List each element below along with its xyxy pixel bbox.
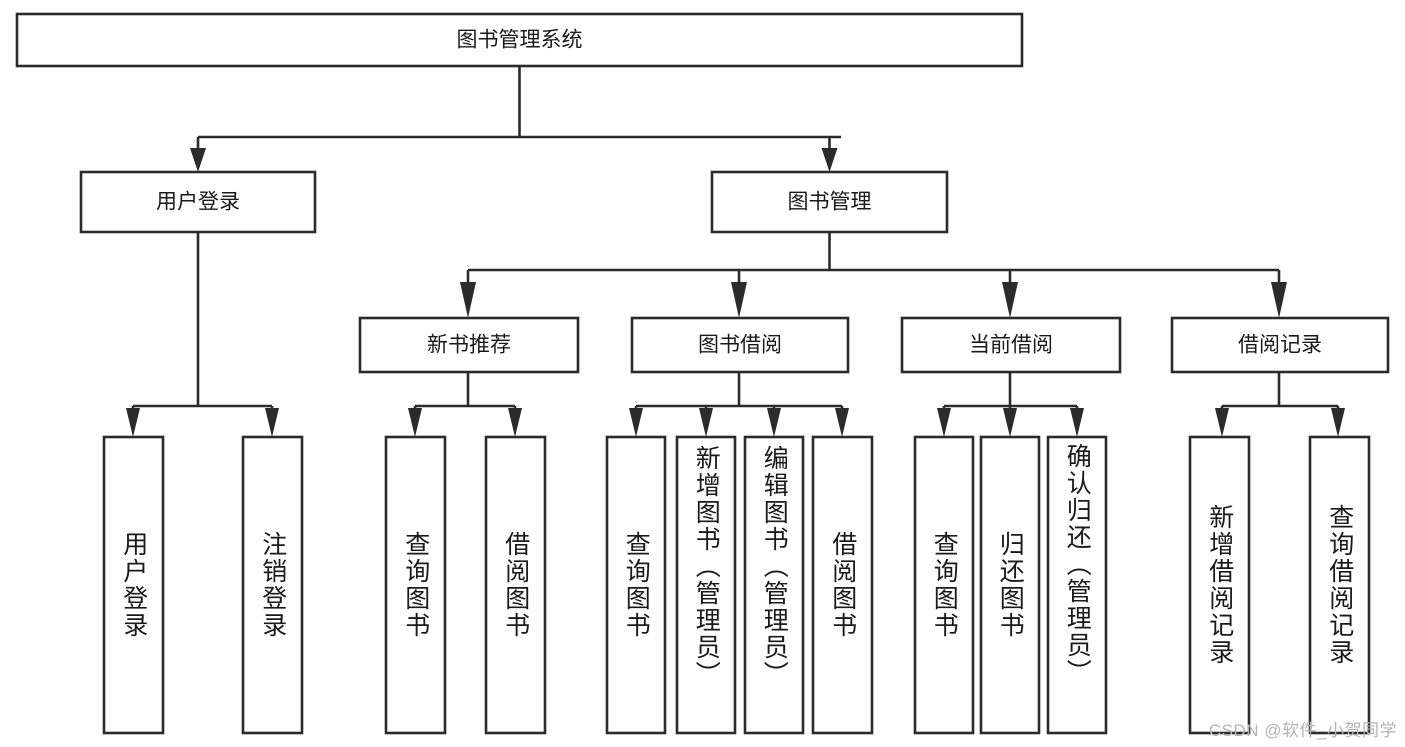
- node-new-book-recommend-box[interactable]: [358, 316, 580, 374]
- arrow-head-leaf-query-book-2: [629, 408, 643, 437]
- node-user-login[interactable]: 用户登录: [79, 170, 317, 234]
- arrow-head-leaf-query-book-1: [408, 408, 422, 437]
- arrow-head-current-borrow: [1002, 282, 1018, 318]
- connector-group-book-manage: [460, 232, 1287, 318]
- arrow-head-book-borrow: [731, 282, 747, 318]
- arrow-head-leaf-query-record: [1331, 408, 1345, 437]
- watermark-text: CSDN @软件_小贺同学: [1208, 721, 1397, 740]
- connector-group-book-borrow: [629, 372, 849, 437]
- connector-group-user-login: [126, 232, 279, 437]
- node-user-login-label: 用户登录: [156, 191, 240, 214]
- node-new-book-recommend-label: 新书推荐: [427, 334, 511, 357]
- node-current-borrow[interactable]: 当前借阅: [900, 316, 1122, 374]
- connector-group-borrow-record: [1215, 372, 1345, 437]
- node-leaf-query-book-2-box[interactable]: [605, 435, 667, 735]
- node-borrow-record[interactable]: 借阅记录: [1170, 316, 1390, 374]
- node-borrow-record-label: 借阅记录: [1238, 334, 1322, 357]
- node-borrow-record-box[interactable]: [1170, 316, 1390, 374]
- connector-group-current-borrow: [937, 372, 1084, 437]
- node-leaf-add-book-box[interactable]: [675, 435, 737, 735]
- node-user-login-box[interactable]: [79, 170, 317, 234]
- connector-group-root: [190, 66, 841, 172]
- arrow-head-leaf-add-book: [699, 408, 713, 437]
- arrow-head-leaf-borrow-book-2: [835, 408, 849, 437]
- node-book-manage-label: 图书管理: [788, 191, 872, 214]
- node-current-borrow-label: 当前借阅: [969, 334, 1053, 357]
- node-book-manage-box[interactable]: [710, 170, 949, 234]
- node-new-book-recommend[interactable]: 新书推荐: [358, 316, 580, 374]
- node-leaf-add-record-box[interactable]: [1188, 435, 1251, 735]
- arrow-head-leaf-borrow-book-1: [508, 408, 522, 437]
- arrow-head-leaf-logout-login: [265, 408, 279, 437]
- node-leaf-query-book-3-box[interactable]: [913, 435, 975, 735]
- node-leaf-user-login-box[interactable]: [102, 435, 165, 735]
- node-leaf-return-book-box[interactable]: [979, 435, 1041, 735]
- node-book-borrow-label: 图书借阅: [698, 334, 782, 357]
- arrow-head-leaf-return-book: [1003, 408, 1017, 437]
- arrow-head-leaf-edit-book: [767, 408, 781, 437]
- arrow-head-user-login: [190, 148, 206, 172]
- node-leaf-borrow-book-1-box[interactable]: [484, 435, 547, 735]
- arrow-head-borrow-record: [1271, 282, 1287, 318]
- node-book-borrow[interactable]: 图书借阅: [630, 316, 850, 374]
- connector-group-new-book-recommend: [408, 372, 522, 437]
- arrow-head-new-book-recommend: [460, 282, 476, 318]
- node-leaf-confirm-return-box[interactable]: [1046, 435, 1108, 735]
- node-root[interactable]: 图书管理系统: [15, 12, 1024, 68]
- arrow-head-leaf-query-book-3: [937, 408, 951, 437]
- node-root-label: 图书管理系统: [457, 29, 583, 52]
- arrow-head-book-manage: [821, 148, 838, 172]
- node-book-manage[interactable]: 图书管理: [710, 170, 949, 234]
- arrow-head-leaf-confirm-return: [1070, 408, 1084, 437]
- node-leaf-query-record-box[interactable]: [1308, 435, 1371, 735]
- arrow-head-leaf-add-record: [1215, 408, 1229, 437]
- node-leaf-edit-book-box[interactable]: [743, 435, 805, 735]
- node-leaf-logout-login-box[interactable]: [241, 435, 304, 735]
- node-current-borrow-box[interactable]: [900, 316, 1122, 374]
- node-leaf-query-book-1-box[interactable]: [384, 435, 447, 735]
- node-book-borrow-box[interactable]: [630, 316, 850, 374]
- arrow-head-leaf-user-login: [126, 408, 140, 437]
- node-root-box[interactable]: [15, 12, 1024, 68]
- node-leaf-borrow-book-2-box[interactable]: [811, 435, 874, 735]
